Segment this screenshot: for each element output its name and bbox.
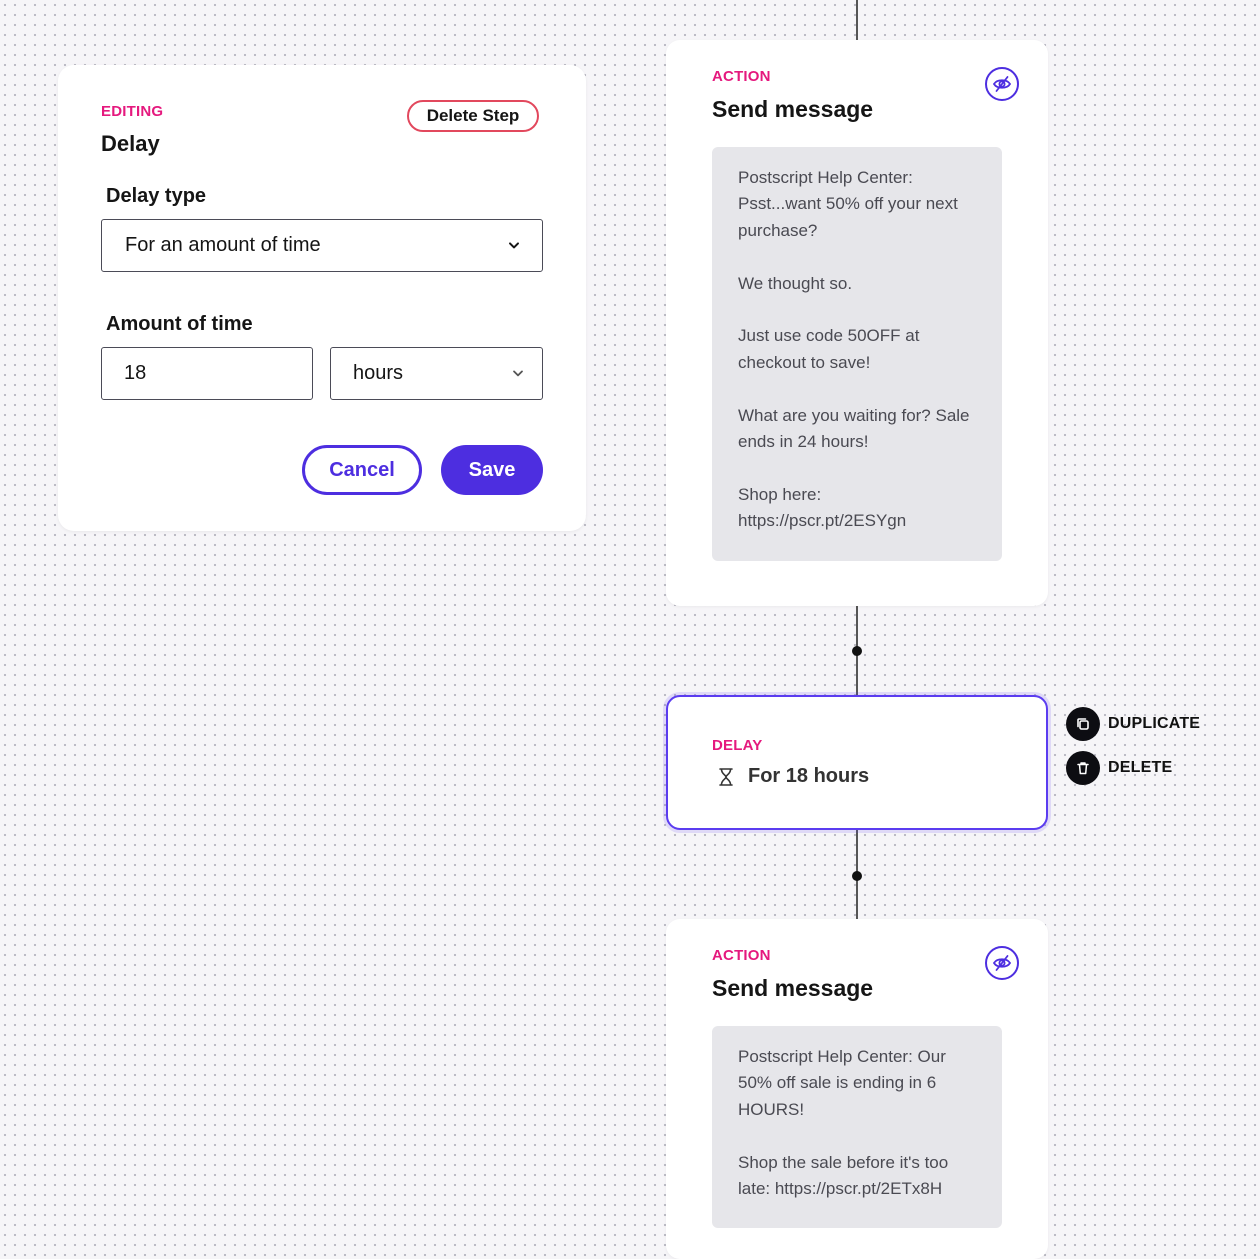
amount-input[interactable]: 18 [101,347,313,400]
step-editor-panel: EDITING Delay Delete Step Delay type For… [58,65,586,531]
delay-node[interactable]: DELAY For 18 hours [666,695,1048,830]
message-preview: Postscript Help Center: Our 50% off sale… [712,1026,1002,1228]
eye-off-icon [992,76,1012,92]
action-card-send-message[interactable]: ACTION Send message Postscript Help Cent… [666,40,1048,606]
connector-dot [852,646,862,656]
cancel-button[interactable]: Cancel [302,445,422,495]
action-type-label: ACTION [712,947,771,964]
message-paragraph: We thought so. [738,273,853,293]
time-unit-select[interactable]: hours [330,347,543,400]
eye-off-icon [992,955,1012,971]
delay-summary: For 18 hours [716,765,869,788]
message-paragraph: Postscript Help Center: Psst...want 50% … [738,168,958,240]
duplicate-icon [1077,718,1089,730]
action-title: Send message [712,96,874,122]
delay-type-badge: DELAY [712,737,763,754]
message-paragraph: Shop the sale before it's too late: http… [738,1152,949,1199]
delete-node-button[interactable]: DELETE [1066,751,1172,785]
save-button[interactable]: Save [441,445,543,495]
duplicate-node-button[interactable]: DUPLICATE [1066,707,1200,741]
action-type-label: ACTION [712,68,771,85]
message-preview: Postscript Help Center: Psst...want 50% … [712,147,1002,561]
delay-type-value: For an amount of time [125,234,321,256]
toggle-visibility-button[interactable] [985,67,1019,101]
amount-value: 18 [124,362,147,384]
message-paragraph: What are you waiting for? Sale ends in 2… [738,405,970,452]
delay-type-select[interactable]: For an amount of time [101,219,543,272]
hourglass-icon [719,767,733,786]
delay-summary-text: For 18 hours [748,765,870,787]
delay-type-label: Delay type [106,185,207,207]
delete-label: DELETE [1108,759,1173,776]
time-unit-value: hours [353,362,404,384]
editor-title: Delay [101,131,160,156]
connector-line-top [856,0,858,40]
trash-icon [1077,762,1089,775]
action-card-send-message[interactable]: ACTION Send message Postscript Help Cent… [666,919,1048,1259]
message-paragraph: Postscript Help Center: Our 50% off sale… [738,1047,946,1119]
message-paragraph: Just use code 50OFF at checkout to save! [738,326,920,372]
delete-step-button[interactable]: Delete Step [407,100,539,132]
duplicate-icon-circle [1066,707,1100,741]
connector-dot [852,871,862,881]
duplicate-label: DUPLICATE [1108,715,1201,732]
trash-icon-circle [1066,751,1100,785]
action-title: Send message [712,975,874,1001]
chevron-down-icon [513,369,523,376]
editing-label: EDITING [101,103,164,120]
toggle-visibility-button[interactable] [985,946,1019,980]
chevron-down-icon [509,241,519,248]
message-paragraph: Shop here: https://pscr.pt/2ESYgn [738,484,907,531]
amount-of-time-label: Amount of time [106,313,253,335]
